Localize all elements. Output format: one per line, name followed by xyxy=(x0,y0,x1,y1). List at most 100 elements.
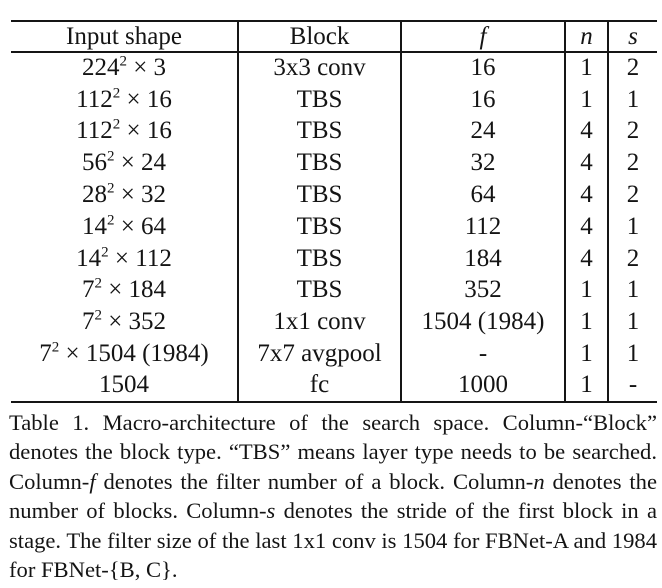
cell-block: fc xyxy=(238,369,402,402)
cell-f: 24 xyxy=(401,115,566,148)
cell-input-shape: 142 × 112 xyxy=(11,242,239,275)
col-header-n: n xyxy=(565,21,609,53)
table-row: 1504 fc 1000 1 - xyxy=(11,369,657,402)
cell-block: TBS xyxy=(238,147,402,180)
table-row: 72 × 184 TBS 352 1 1 xyxy=(11,274,657,307)
cell-block: 1x1 conv xyxy=(238,306,402,339)
shape-exponent: 2 xyxy=(106,148,115,165)
shape-exponent: 2 xyxy=(119,54,127,71)
cell-input-shape: 142 × 64 xyxy=(11,210,239,243)
shape-rest: × 32 xyxy=(114,181,167,209)
shape-exponent: 2 xyxy=(106,180,115,197)
table-header: Input shape Block f n s xyxy=(11,21,657,53)
table-row: 282 × 32 TBS 64 4 2 xyxy=(11,179,657,211)
cell-n: 1 xyxy=(565,83,609,116)
shape-base: 7 xyxy=(81,308,95,336)
cell-f: 352 xyxy=(401,274,566,307)
macro-architecture-table: Input shape Block f n s 2242 × 3 3x3 con… xyxy=(11,20,657,403)
cell-block: TBS xyxy=(238,242,402,275)
cell-s: 2 xyxy=(626,54,640,82)
shape-rest: × 1504 (1984) xyxy=(59,340,209,368)
cell-n: 1 xyxy=(565,52,609,84)
cell-f: 16 xyxy=(401,83,566,116)
cell-n: 1 xyxy=(565,274,609,307)
shape-rest: × 352 xyxy=(101,308,167,336)
cell-s: - xyxy=(628,371,638,399)
shape-base: 14 xyxy=(76,244,102,272)
cell-s: 2 xyxy=(626,181,640,209)
cell-block: TBS xyxy=(238,115,402,148)
table-row: 72 × 352 1x1 conv 1504 (1984) 1 1 xyxy=(11,306,657,339)
shape-exponent: 2 xyxy=(94,276,102,293)
table-row: 2242 × 3 3x3 conv 16 1 2 xyxy=(11,52,657,84)
shape-exponent: 2 xyxy=(106,212,115,229)
table-row: 562 × 24 TBS 32 4 2 xyxy=(11,147,657,180)
caption-var-n: n xyxy=(533,468,545,494)
table-header-row: Input shape Block f n s xyxy=(11,21,657,53)
shape-base: 224 xyxy=(81,54,120,82)
cell-block: TBS xyxy=(238,179,402,211)
cell-n: 1 xyxy=(565,369,609,402)
col-header-s: s xyxy=(608,21,657,53)
caption-var-f: f xyxy=(89,468,96,494)
cell-block: TBS xyxy=(238,210,402,243)
shape-base: 1504 xyxy=(99,371,149,399)
shape-rest: × 112 xyxy=(108,244,172,272)
shape-base: 7 xyxy=(39,340,52,368)
caption-var-s: s xyxy=(266,498,276,524)
cell-block: TBS xyxy=(238,83,402,116)
caption-text: denotes the number of blocks. Column- xyxy=(9,468,658,524)
cell-input-shape: 72 × 184 xyxy=(11,274,239,307)
shape-rest: × 24 xyxy=(114,149,167,177)
cell-input-shape: 282 × 32 xyxy=(11,179,239,211)
table-row: 1122 × 16 TBS 16 1 1 xyxy=(11,83,657,116)
cell-s: 1 xyxy=(626,276,640,304)
cell-s: 1 xyxy=(626,85,640,113)
cell-input-shape: 1122 × 16 xyxy=(11,115,239,148)
table-row: 72 × 1504 (1984) 7x7 avgpool - 1 1 xyxy=(11,338,657,370)
cell-input-shape: 72 × 352 xyxy=(11,306,239,339)
caption-text: Table 1. Macro-architecture of the searc… xyxy=(9,410,657,494)
shape-exponent: 2 xyxy=(94,307,102,324)
cell-f: - xyxy=(401,338,566,370)
cell-block: TBS xyxy=(238,274,402,307)
shape-base: 28 xyxy=(81,181,107,209)
cell-f: 1504 (1984) xyxy=(401,306,566,339)
cell-n: 4 xyxy=(565,242,609,275)
cell-input-shape: 562 × 24 xyxy=(11,147,239,180)
cell-f: 1000 xyxy=(401,369,566,402)
cell-input-shape: 2242 × 3 xyxy=(11,52,239,84)
shape-rest: × 3 xyxy=(126,54,167,82)
shape-rest: × 16 xyxy=(120,117,172,145)
cell-input-shape: 72 × 1504 (1984) xyxy=(11,338,239,370)
cell-f: 32 xyxy=(401,147,566,180)
shape-base: 14 xyxy=(81,212,107,240)
cell-s: 1 xyxy=(626,212,640,240)
shape-base: 7 xyxy=(81,276,95,304)
cell-s: 2 xyxy=(626,244,640,272)
col-header-block: Block xyxy=(238,21,402,53)
shape-base: 112 xyxy=(76,117,113,145)
cell-s: 2 xyxy=(626,149,640,177)
cell-input-shape: 1504 xyxy=(11,369,239,402)
caption-text: denotes the filter number of a block. Co… xyxy=(95,468,534,494)
cell-n: 4 xyxy=(565,210,609,243)
table-row: 142 × 64 TBS 112 4 1 xyxy=(11,210,657,243)
caption-text: denotes the stride of the first block in… xyxy=(9,498,657,583)
col-header-f: f xyxy=(401,21,566,53)
shape-exponent: 2 xyxy=(112,117,121,134)
cell-n: 4 xyxy=(565,115,609,148)
cell-n: 1 xyxy=(565,306,609,339)
cell-s: 1 xyxy=(626,340,640,368)
cell-f: 184 xyxy=(401,242,566,275)
cell-n: 4 xyxy=(565,179,609,211)
cell-block: 3x3 conv xyxy=(238,52,402,84)
cell-f: 112 xyxy=(401,210,566,243)
shape-rest: × 184 xyxy=(101,276,167,304)
shape-base: 56 xyxy=(81,149,107,177)
shape-rest: × 64 xyxy=(114,212,167,240)
table-caption: Table 1. Macro-architecture of the searc… xyxy=(9,408,657,584)
cell-s: 1 xyxy=(626,308,640,336)
table-row: 142 × 112 TBS 184 4 2 xyxy=(11,242,657,275)
shape-rest: × 16 xyxy=(120,85,172,113)
